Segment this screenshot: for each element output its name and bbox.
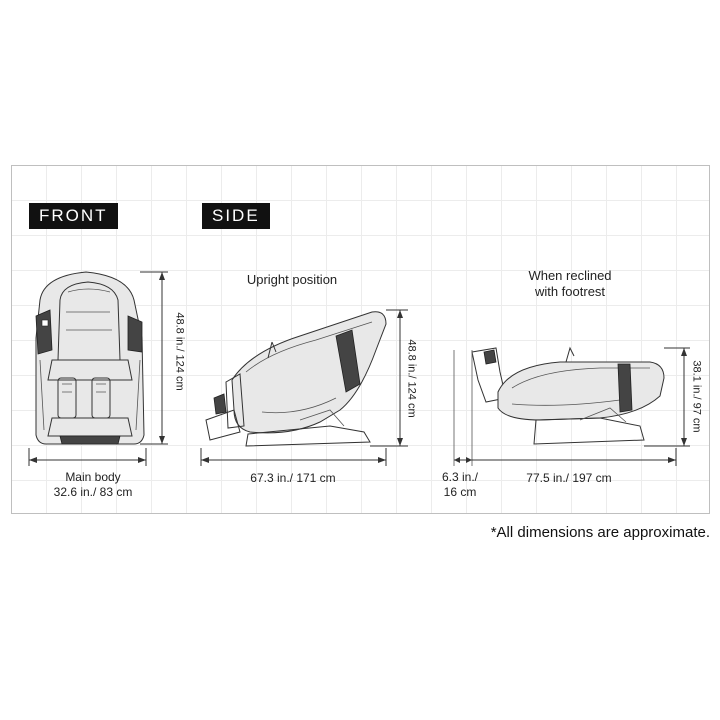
front-chair-illustration (35, 271, 145, 445)
reclined-length-label: 77.5 in./ 197 cm (526, 471, 612, 485)
reclined-caption: When reclined with footrest (500, 268, 640, 300)
reclined-caption-line2: with footrest (534, 284, 606, 299)
side-upright-chair-illustration (205, 311, 387, 447)
reclined-caption-line1: When reclined (528, 268, 612, 283)
front-width-label: Main body 32.6 in./ 83 cm (38, 470, 148, 500)
footrest-extension-label-line1: 6.3 in./ (441, 470, 479, 484)
footrest-extension-label-line2: 16 cm (443, 485, 477, 499)
front-height-label: 48.8 in./ 124 cm (173, 312, 186, 391)
reclined-height-dimension (644, 347, 690, 447)
reclined-chair-illustration (471, 346, 665, 445)
side-view-tag: SIDE (202, 203, 270, 229)
reclined-height-label: 38.1 in./ 97 cm (690, 360, 703, 433)
side-height-dimension (370, 309, 408, 447)
front-width-label-line2: 32.6 in./ 83 cm (53, 485, 133, 499)
upright-position-caption: Upright position (246, 272, 338, 287)
footrest-extension-label: 6.3 in./ 16 cm (432, 470, 488, 500)
front-view-tag: FRONT (29, 203, 118, 229)
side-height-label: 48.8 in./ 124 cm (405, 339, 418, 418)
side-length-label: 67.3 in./ 171 cm (250, 471, 336, 485)
side-length-dimension (200, 448, 387, 466)
approximate-dimensions-footnote: *All dimensions are approximate. (490, 524, 710, 541)
reclined-length-dimension (453, 350, 677, 466)
front-width-dimension (28, 448, 147, 466)
front-height-dimension (140, 271, 168, 445)
front-width-label-line1: Main body (65, 470, 121, 484)
